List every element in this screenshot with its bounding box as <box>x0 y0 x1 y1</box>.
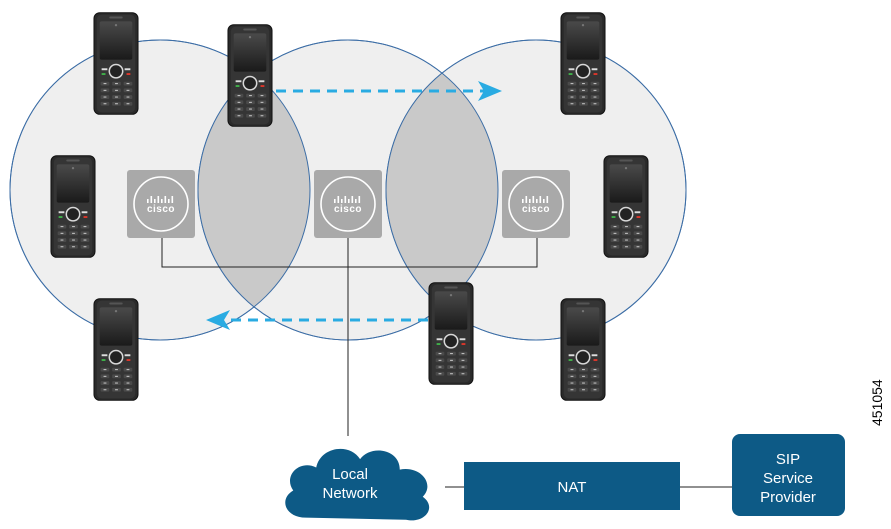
cisco-logo-text: cisco cisco cisco <box>147 204 550 215</box>
sip-label-line3: Provider <box>760 489 816 506</box>
nat-label: NAT <box>558 479 587 496</box>
handset-3 <box>560 11 606 116</box>
cisco-logo-right: cisco <box>522 204 550 215</box>
handset-7 <box>428 281 474 386</box>
handset-2 <box>227 23 273 128</box>
handset-8 <box>560 297 606 402</box>
sip-provider-box: SIP Service Provider <box>732 434 845 516</box>
sip-label-line1: SIP <box>776 451 800 468</box>
handset-4 <box>50 154 96 259</box>
sip-label-line2: Service <box>763 470 813 487</box>
cloud-label-line1: Local <box>332 466 368 483</box>
cloud-label-line2: Network <box>322 485 378 502</box>
cisco-logo-left: cisco <box>147 204 175 215</box>
local-network-cloud: Local Network <box>285 448 430 521</box>
handset-6 <box>93 297 139 402</box>
overlap-center-right <box>386 40 498 340</box>
handset-5 <box>603 154 649 259</box>
handset-1 <box>93 11 139 116</box>
overlap-left-center <box>198 40 310 340</box>
network-cabling <box>161 236 732 488</box>
roaming-arrow-right <box>276 81 502 101</box>
figure-id: 451054 <box>869 379 885 426</box>
cisco-logo-center: cisco <box>334 204 362 215</box>
nat-box: NAT <box>464 462 680 510</box>
roaming-arrow-left <box>206 310 428 330</box>
